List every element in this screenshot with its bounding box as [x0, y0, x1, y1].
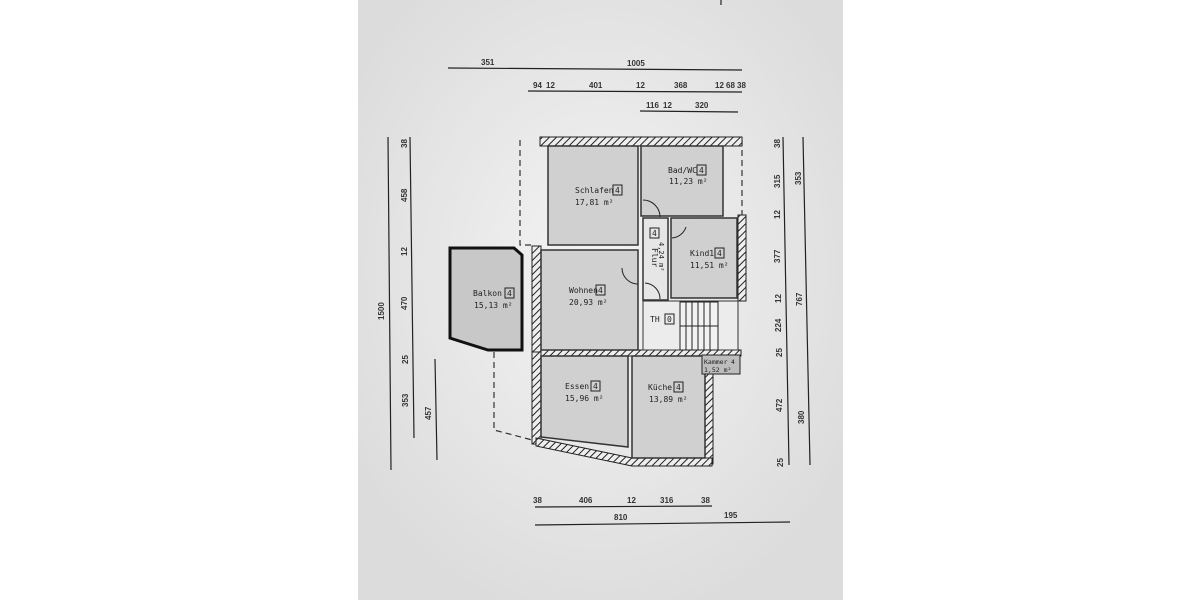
dim-label: 12 [773, 210, 782, 219]
dim-label: 12 [627, 496, 636, 505]
room-category: 4 [717, 249, 722, 258]
dim-label: 458 [400, 188, 409, 202]
room-area: 1,52 m² [704, 366, 731, 374]
stairs [679, 301, 719, 351]
dim-label: 351 [481, 58, 495, 67]
dim-label: 316 [660, 496, 674, 505]
room-name: Bad/WC [668, 166, 697, 175]
dim-label: 377 [773, 249, 782, 263]
dim-label: 380 [797, 410, 806, 424]
room-category: 4 [731, 358, 735, 366]
dim-label: 25 [401, 355, 410, 364]
dim-label: 12 [546, 81, 555, 90]
dim-label: 38 [773, 139, 782, 148]
room-category: 4 [699, 166, 704, 175]
dim-label: 38 [701, 496, 710, 505]
dim-label: 12 [400, 247, 409, 256]
dim-label: 767 [795, 292, 804, 306]
room-area: 20,93 m² [569, 298, 608, 307]
dim-label: 401 [589, 81, 603, 90]
dim-label: 224 [774, 318, 783, 332]
room-area: 11,51 m² [690, 261, 729, 270]
dim-label: 810 [614, 513, 628, 522]
room-name: Balkon [473, 289, 502, 298]
doors [621, 199, 687, 300]
room-area: 13,89 m² [649, 395, 688, 404]
dim-label: 38 [533, 496, 542, 505]
room-name: Kind1 [690, 249, 714, 258]
room-kammer [701, 354, 741, 375]
dimension-lines [387, 67, 811, 526]
dim-label: 12 [715, 81, 724, 90]
room-schlafen [547, 145, 639, 246]
dashed-outline-upper [519, 140, 532, 246]
room-area: 15,96 m² [565, 394, 604, 403]
room-category: 4 [598, 286, 603, 295]
dim-label: 38 [400, 139, 409, 148]
room-area: 4,24 m² [657, 242, 665, 272]
dim-label: 472 [775, 398, 784, 412]
room-name: Essen [565, 382, 589, 391]
dim-label: 94 [533, 81, 542, 90]
room-name: Flur [650, 248, 659, 267]
dim-label: 25 [775, 348, 784, 357]
room-essen [540, 355, 629, 448]
room-flur [642, 217, 669, 301]
room-wohnen [540, 249, 639, 351]
dim-label: 68 [726, 81, 735, 90]
room-kind1 [670, 217, 738, 299]
room-category: 4 [507, 289, 512, 298]
dim-label: 320 [695, 101, 709, 110]
dim-label: 38 [737, 81, 746, 90]
dim-label: 1500 [377, 302, 386, 320]
dim-label: 353 [401, 393, 410, 407]
dim-label: 315 [773, 174, 782, 188]
room-area: 11,23 m² [669, 177, 708, 186]
dim-label: 195 [724, 511, 738, 520]
dim-label: 1005 [627, 59, 645, 68]
dim-label: 116 [646, 101, 659, 110]
dim-label: 12 [774, 294, 783, 303]
room-name: Küche [648, 383, 672, 392]
room-name: TH [650, 315, 660, 324]
room-area: 17,81 m² [575, 198, 614, 207]
room-name: Kammer [704, 358, 728, 366]
dim-label: 368 [674, 81, 688, 90]
dashed-outline-lower [493, 352, 537, 442]
room-name: Wohnen [569, 286, 598, 295]
dim-label: 353 [794, 171, 803, 185]
dim-label: 12 [636, 81, 645, 90]
room-area: 15,13 m² [474, 301, 513, 310]
room-category: 4 [593, 382, 598, 391]
room-category: 4 [676, 383, 681, 392]
dim-label: 12 [663, 101, 672, 110]
dim-label: 406 [579, 496, 593, 505]
dim-label: 470 [400, 296, 409, 310]
dim-label: 25 [776, 458, 785, 467]
room-kueche [631, 355, 706, 459]
room-name: Schlafen [575, 186, 614, 195]
room-category: 0 [667, 315, 672, 324]
room-balkon [448, 246, 524, 352]
room-category: 4 [615, 186, 620, 195]
dim-label: 457 [424, 406, 433, 420]
room-category: 4 [652, 229, 657, 238]
